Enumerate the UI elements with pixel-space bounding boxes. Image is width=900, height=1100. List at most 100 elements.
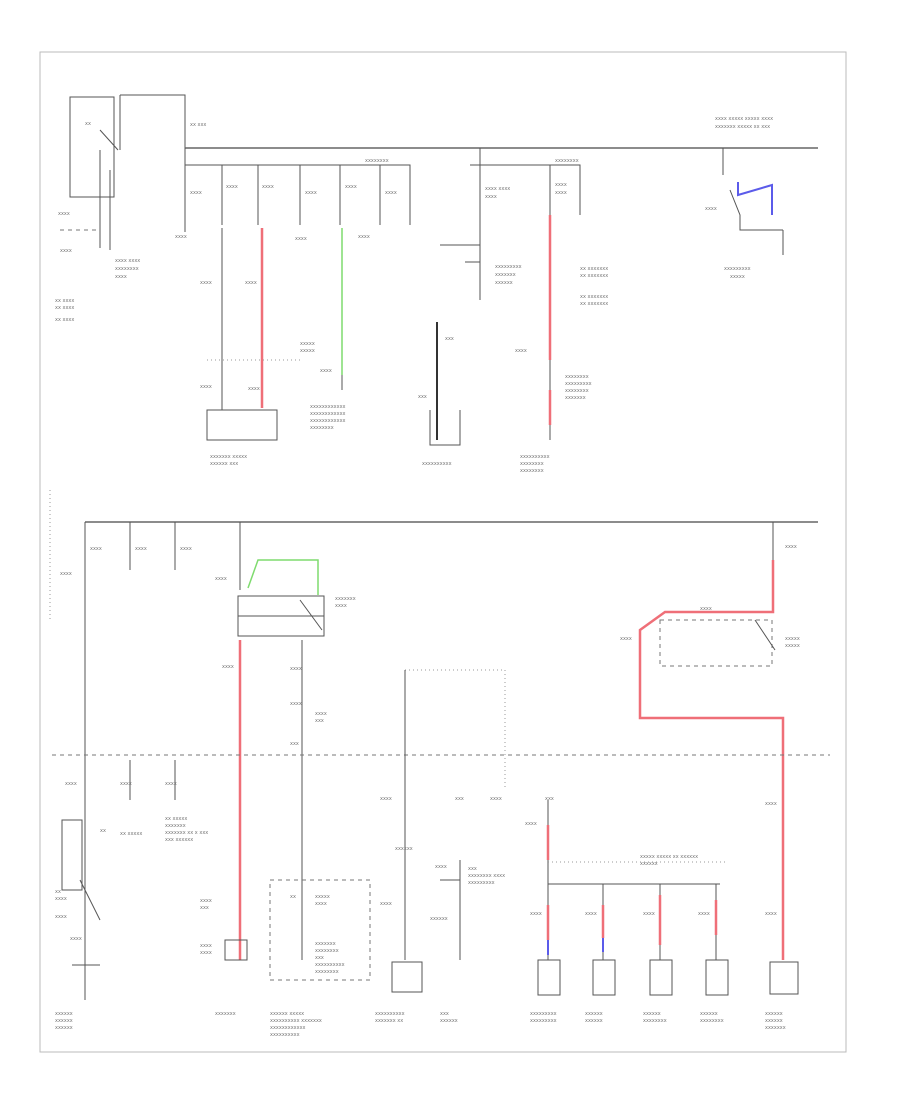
svg-text:xxxx: xxxx [555, 182, 567, 188]
svg-text:xxxxxxxx: xxxxxxxx [700, 1018, 724, 1024]
svg-text:xxxxx: xxxxx [785, 636, 800, 642]
svg-text:xxxx: xxxx [515, 348, 527, 354]
svg-text:xxxxxxxxxxxx: xxxxxxxxxxxx [310, 404, 346, 410]
svg-text:xxxx: xxxx [585, 911, 597, 917]
svg-text:xxxx: xxxx [315, 901, 327, 907]
svg-text:xxxxxxxx: xxxxxxxx [565, 374, 589, 380]
svg-text:xxxxxx: xxxxxx [440, 1018, 458, 1024]
svg-text:xxxxxxxx: xxxxxxxx [310, 425, 334, 431]
blue-wire-switch [737, 182, 773, 215]
stop-lamp-switch-block: xxxx xxxxxx xxxxxx xxxxxxx [765, 911, 799, 1031]
svg-text:xxx: xxx [455, 796, 464, 802]
svg-text:xxxx: xxxx [555, 190, 567, 196]
svg-text:xxxx xxxx: xxxx xxxx [485, 186, 510, 192]
svg-text:xxxx: xxxx [620, 636, 632, 642]
svg-text:xxxx: xxxx [698, 911, 710, 917]
svg-text:xxxx: xxxx [385, 190, 397, 196]
svg-text:xxxx: xxxx [525, 821, 537, 827]
bottom-left-components: xxxx xxxx xxxx xx xx xxxxx xx xxxxx xxxx… [55, 760, 208, 1031]
svg-text:xxxx: xxxx [215, 576, 227, 582]
svg-text:xxxx: xxxx [115, 274, 127, 280]
battery-fuse-block: xx xxxx xxxx xxxx xxxx xxxxxxxx xxxx xx … [55, 94, 186, 323]
svg-text:xxxxxxxx xxxx: xxxxxxxx xxxx [468, 873, 505, 879]
svg-text:xx: xx [85, 121, 91, 127]
svg-text:xxxx: xxxx [58, 211, 70, 217]
fuse-row-2: xxxxxxxx xxxx xxxx xxxx xxxx xxxx xxxxxx… [440, 148, 581, 300]
svg-text:xx xxxxx: xx xxxxx [165, 816, 187, 822]
svg-text:xxxxx: xxxxx [730, 274, 745, 280]
svg-text:xxxx: xxxx [700, 606, 712, 612]
svg-text:xxxxxx: xxxxxx [55, 1018, 73, 1024]
svg-text:xxxx: xxxx [245, 280, 257, 286]
svg-text:xxxx: xxxx [295, 236, 307, 242]
svg-text:xx xxxxx: xx xxxxx [120, 831, 142, 837]
svg-text:xxxxxx: xxxxxx [765, 1011, 783, 1017]
svg-text:xxxxxxx: xxxxxxx [315, 941, 336, 947]
svg-text:xxxx: xxxx [65, 781, 77, 787]
svg-text:xxxxxxxx: xxxxxxxx [315, 969, 339, 975]
svg-text:xxxxxxxxx: xxxxxxxxx [530, 1011, 557, 1017]
svg-text:xxxxx: xxxxx [785, 643, 800, 649]
svg-text:xxxxx xxxxx xx xxxxxx: xxxxx xxxxx xx xxxxxx [640, 854, 698, 860]
svg-text:xxxxxxxxxx: xxxxxxxxxx [520, 454, 550, 460]
svg-text:xxxxxx: xxxxxx [395, 846, 413, 852]
svg-text:xx xxxx: xx xxxx [55, 305, 74, 311]
svg-text:xxxx: xxxx [705, 206, 717, 212]
svg-text:xxxxxxxxxxxx: xxxxxxxxxxxx [310, 411, 346, 417]
svg-text:xxxxxxxxxx xxxxxxx: xxxxxxxxxx xxxxxxx [270, 1018, 322, 1024]
svg-text:xxxxxx: xxxxxx [430, 916, 448, 922]
svg-text:xxxx: xxxx [435, 864, 447, 870]
svg-text:xx xxxxxxx: xx xxxxxxx [580, 301, 608, 307]
svg-text:xxxx: xxxx [380, 901, 392, 907]
svg-text:xxx: xxx [440, 1011, 449, 1017]
svg-text:xxxx: xxxx [315, 711, 327, 717]
svg-text:xxxx: xxxx [248, 386, 260, 392]
svg-text:xxx: xxx [418, 394, 427, 400]
svg-text:xxxx: xxxx [490, 796, 502, 802]
svg-text:xxxx: xxxx [320, 368, 332, 374]
svg-text:xxxx: xxxx [765, 801, 777, 807]
svg-text:xxx: xxx [445, 336, 454, 342]
svg-text:xxxx: xxxx [190, 190, 202, 196]
svg-text:xxxx: xxxx [335, 603, 347, 609]
svg-text:xxxx: xxxx [345, 184, 357, 190]
svg-text:xxxxxxxx: xxxxxxxx [520, 461, 544, 467]
svg-text:xxxx: xxxx [180, 546, 192, 552]
pgm-fi-relay: xxxxxxx xxxx xxxx [215, 522, 356, 637]
svg-text:xxxx xxxxx xxxxx xxxx: xxxx xxxxx xxxxx xxxx [715, 116, 773, 122]
svg-text:xxxxxxx: xxxxxxx [765, 1025, 786, 1031]
fuse-row-1: xxxxxxxx xxxx xxxx xxxx xxxx xxxx xxxx x… [175, 148, 411, 242]
svg-text:xxxxxxxxx: xxxxxxxxx [530, 1018, 557, 1024]
svg-text:xxxx: xxxx [55, 896, 67, 902]
svg-text:xxxxxxx: xxxxxxx [495, 272, 516, 278]
svg-text:xxxxxxxxxxxx: xxxxxxxxxxxx [270, 1025, 306, 1031]
svg-text:xxxxxx: xxxxxx [55, 1011, 73, 1017]
svg-text:xx: xx [100, 828, 106, 834]
svg-text:xxxx: xxxx [358, 234, 370, 240]
svg-text:xx xxxxxxx: xx xxxxxxx [580, 294, 608, 300]
svg-text:xxxxxxxxxx: xxxxxxxxxx [270, 1032, 300, 1038]
svg-text:xxxx xxxx: xxxx xxxx [115, 258, 140, 264]
svg-text:xxxx: xxxx [226, 184, 238, 190]
svg-text:xxxx: xxxx [643, 911, 655, 917]
svg-text:xxxxxxxxx: xxxxxxxxx [724, 266, 751, 272]
svg-text:xxx: xxx [315, 718, 324, 724]
svg-text:xx xxx: xx xxx [190, 122, 206, 128]
svg-text:xxxx: xxxx [380, 796, 392, 802]
svg-text:xxxx: xxxx [485, 194, 497, 200]
evap-valve-block: xxxx xxxxxx xxxx xxxxxxxxxx xxxxxxx xx [375, 796, 423, 1024]
svg-text:xxxxxxxx: xxxxxxxx [115, 266, 139, 272]
svg-text:xxx: xxx [200, 905, 209, 911]
svg-text:xxxxxx: xxxxxx [585, 1011, 603, 1017]
svg-text:xxxxxxxxx: xxxxxxxxx [565, 381, 592, 387]
svg-text:xxxxxxxx: xxxxxxxx [643, 1018, 667, 1024]
svg-text:xxxx: xxxx [120, 781, 132, 787]
ecm-pcm-block: xx xxxxx xxxx xxxxxxx xxxxxxxx xxx xxxxx… [269, 879, 371, 1038]
svg-text:xxxx: xxxx [530, 911, 542, 917]
svg-text:xxxxxxxxxx: xxxxxxxxxx [315, 962, 345, 968]
green-wire-relay [247, 559, 319, 595]
svg-text:xxx: xxx [290, 741, 299, 747]
svg-text:xx: xx [290, 894, 296, 900]
svg-text:xx xxxx: xx xxxx [55, 298, 74, 304]
svg-text:xxxx: xxxx [60, 248, 72, 254]
